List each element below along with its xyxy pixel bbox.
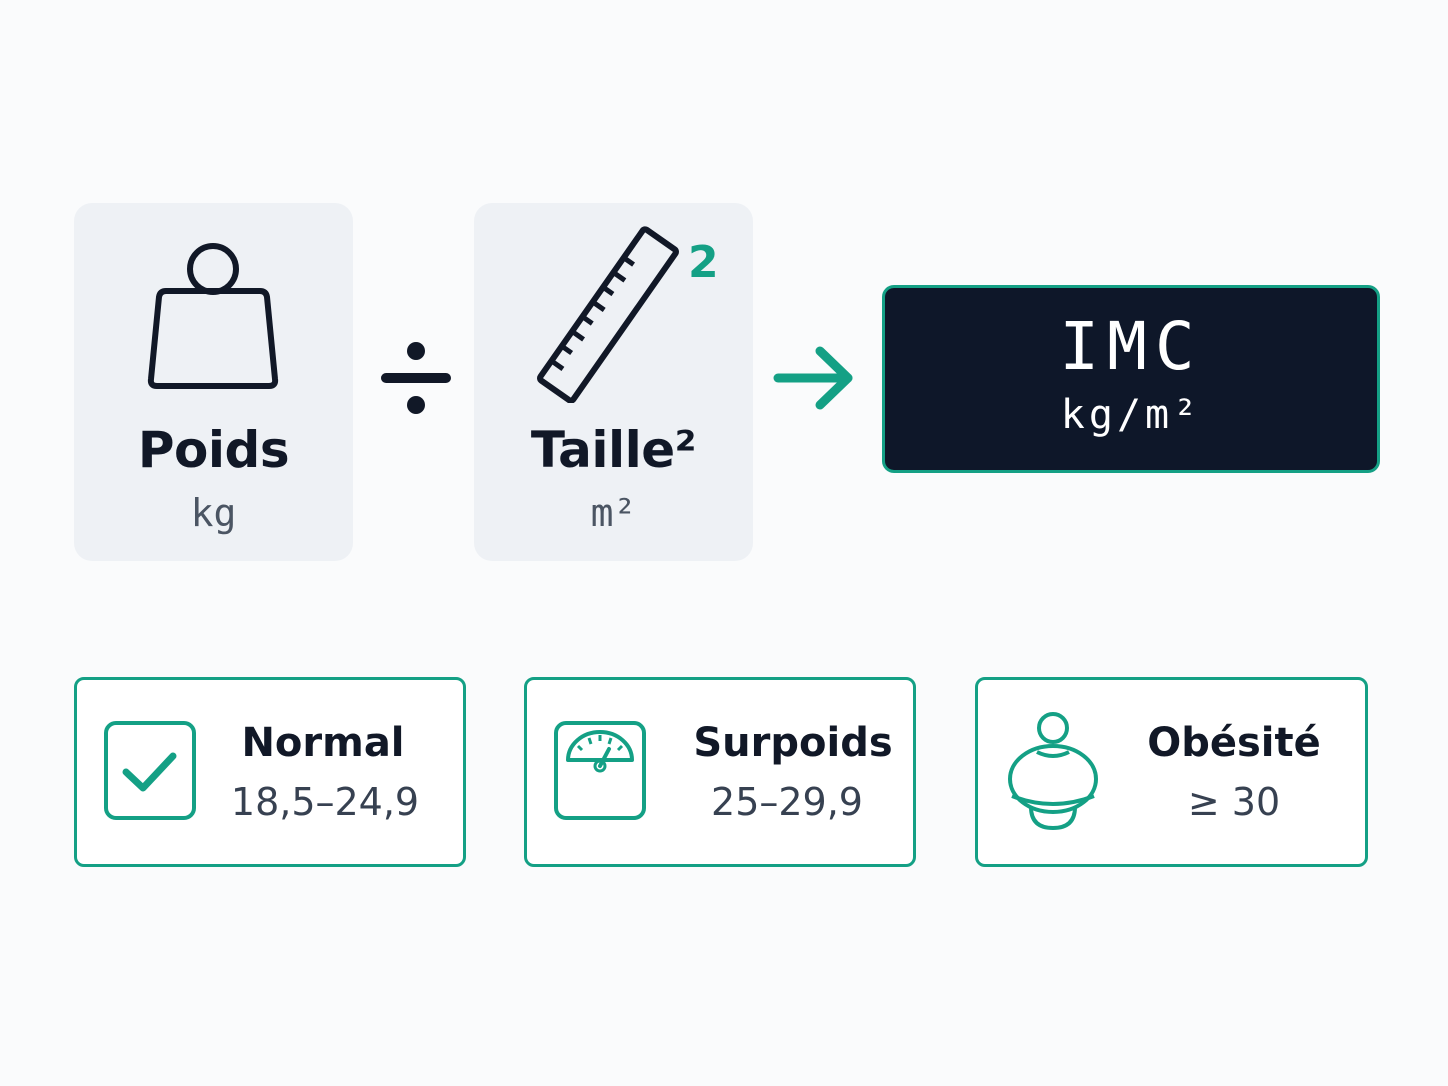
height-label: Taille²: [530, 421, 697, 479]
weight-icon: [147, 243, 279, 389]
category-range: 18,5–24,9: [230, 780, 420, 824]
category-normal: Normal 18,5–24,9: [74, 677, 466, 867]
divide-icon: [381, 342, 451, 414]
category-obesity: Obésité ≥ 30: [975, 677, 1368, 867]
bmi-result-box: IMC kg/m²: [882, 285, 1380, 473]
height-card: 2 Taille² m²: [474, 203, 753, 561]
arrow-right-icon: [773, 346, 853, 410]
weight-card: Poids kg: [74, 203, 353, 561]
ruler-icon: [537, 226, 679, 403]
category-name: Normal: [241, 720, 405, 766]
category-range: 25–29,9: [711, 780, 863, 824]
category-name: Obésité: [1147, 720, 1321, 766]
weight-label: Poids: [137, 421, 290, 479]
exponent-badge: 2: [688, 237, 719, 288]
weight-unit: kg: [190, 491, 237, 535]
scale-gauge-icon: [554, 721, 646, 820]
height-unit: m²: [590, 491, 637, 535]
checkbox-check-icon: [104, 721, 196, 820]
category-name: Surpoids: [693, 720, 893, 766]
category-overweight: Surpoids 25–29,9: [524, 677, 916, 867]
category-range: ≥ 30: [1187, 780, 1281, 824]
body-icon: [1008, 712, 1098, 831]
bmi-label: IMC: [1059, 308, 1203, 385]
bmi-unit: kg/m²: [1060, 392, 1202, 438]
